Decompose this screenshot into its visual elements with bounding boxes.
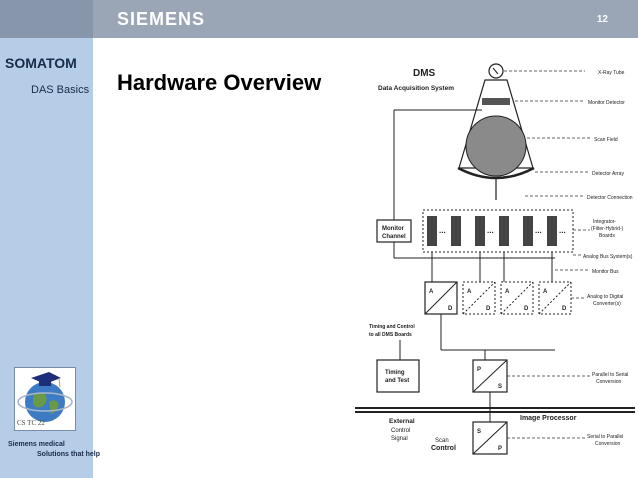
monitor-detector-icon — [482, 98, 510, 105]
svg-text:S: S — [498, 384, 502, 390]
section-name: DAS Basics — [31, 84, 90, 96]
globe-logo-icon — [17, 372, 73, 422]
label-integrator-2: (Filter-Hybrid-) — [591, 226, 624, 232]
label-detector-connection: Detector Connection — [587, 195, 633, 201]
svg-text:S: S — [477, 429, 481, 435]
svg-text:D: D — [562, 306, 567, 312]
label-scan-field: Scan Field — [594, 137, 618, 143]
svg-text:P: P — [498, 446, 502, 452]
timing-test-label-2: and Test — [385, 378, 409, 384]
das-diagram-svg: DMS Data Acquisition System ... ... ... … — [355, 63, 635, 455]
slide-title: Hardware Overview — [117, 70, 322, 95]
slide-number: 12 — [596, 14, 608, 25]
header-corner — [0, 0, 93, 38]
svg-text:A: A — [467, 289, 472, 295]
ellipsis-2: ... — [487, 226, 494, 235]
scan-control-label-2: Control — [431, 445, 456, 452]
external-label-1: External — [389, 418, 415, 425]
parallel-serial-box: P S — [472, 359, 508, 393]
timing-control-label-2: to all DMS Boards — [369, 332, 412, 338]
monitor-channel-label-2: Channel — [382, 234, 406, 240]
das-block-diagram: DMS Data Acquisition System ... ... ... … — [355, 60, 635, 460]
label-s2p-2: Conversion — [595, 441, 621, 447]
svg-text:A: A — [429, 289, 434, 295]
adc-box-3: A D — [500, 281, 534, 315]
ellipsis-1: ... — [439, 226, 446, 235]
svg-text:A: A — [543, 289, 548, 295]
monitor-channel-label-1: Monitor — [382, 226, 405, 232]
label-monitor-detector: Monitor Detector — [588, 100, 625, 106]
label-s2p-1: Serial to Parallel — [587, 434, 623, 440]
svg-text:D: D — [486, 306, 491, 312]
label-monitor-bus: Monitor Bus — [592, 269, 619, 275]
serial-parallel-box: S P — [472, 421, 508, 455]
svg-text:D: D — [524, 306, 529, 312]
label-p2s-1: Parallel to Serial — [592, 372, 628, 378]
label-detector-array: Detector Array — [592, 171, 624, 177]
timing-control-label-1: Timing and Control — [369, 324, 415, 330]
label-p2s-2: Conversion — [596, 379, 622, 385]
product-name: SOMATOM — [5, 55, 77, 71]
svg-text:D: D — [448, 306, 453, 312]
globe-logo — [14, 367, 76, 431]
ellipsis-3: ... — [535, 226, 542, 235]
svg-text:A: A — [505, 289, 510, 295]
label-xray-tube: X-Ray Tube — [598, 70, 625, 76]
dms-label: DMS — [413, 68, 436, 79]
label-adc-2: Converter(s) — [593, 301, 621, 307]
scan-control-label-1: Scan — [435, 438, 449, 444]
adc-box-1: A D — [424, 281, 458, 315]
das-label: Data Acquisition System — [378, 85, 454, 92]
label-adc-1: Analog to Digital — [587, 294, 623, 300]
label-analog-bus-systems: Analog Bus System(s) — [583, 254, 633, 260]
timing-test-box — [376, 359, 420, 393]
label-integrator-3: Boards — [599, 233, 615, 239]
adc-box-4: A D — [538, 281, 572, 315]
adc-box-2: A D — [462, 281, 496, 315]
external-label-2: Control — [391, 428, 410, 434]
image-processor-label: Image Processor — [520, 415, 577, 422]
svg-text:P: P — [477, 367, 481, 373]
tagline-line1: Siemens medical — [8, 441, 65, 448]
header-bar: SIEMENS 12 — [0, 0, 638, 38]
label-integrator-1: Integrator- — [593, 219, 616, 225]
external-label-3: Signal — [391, 436, 408, 442]
brand-logo: SIEMENS — [117, 9, 206, 29]
timing-test-label-1: Timing — [385, 370, 405, 376]
tagline-line2: Solutions that help — [37, 451, 100, 458]
ellipsis-4: ... — [559, 226, 566, 235]
scan-field-icon — [465, 115, 527, 177]
logo-code: CS TC 22 — [17, 419, 45, 427]
